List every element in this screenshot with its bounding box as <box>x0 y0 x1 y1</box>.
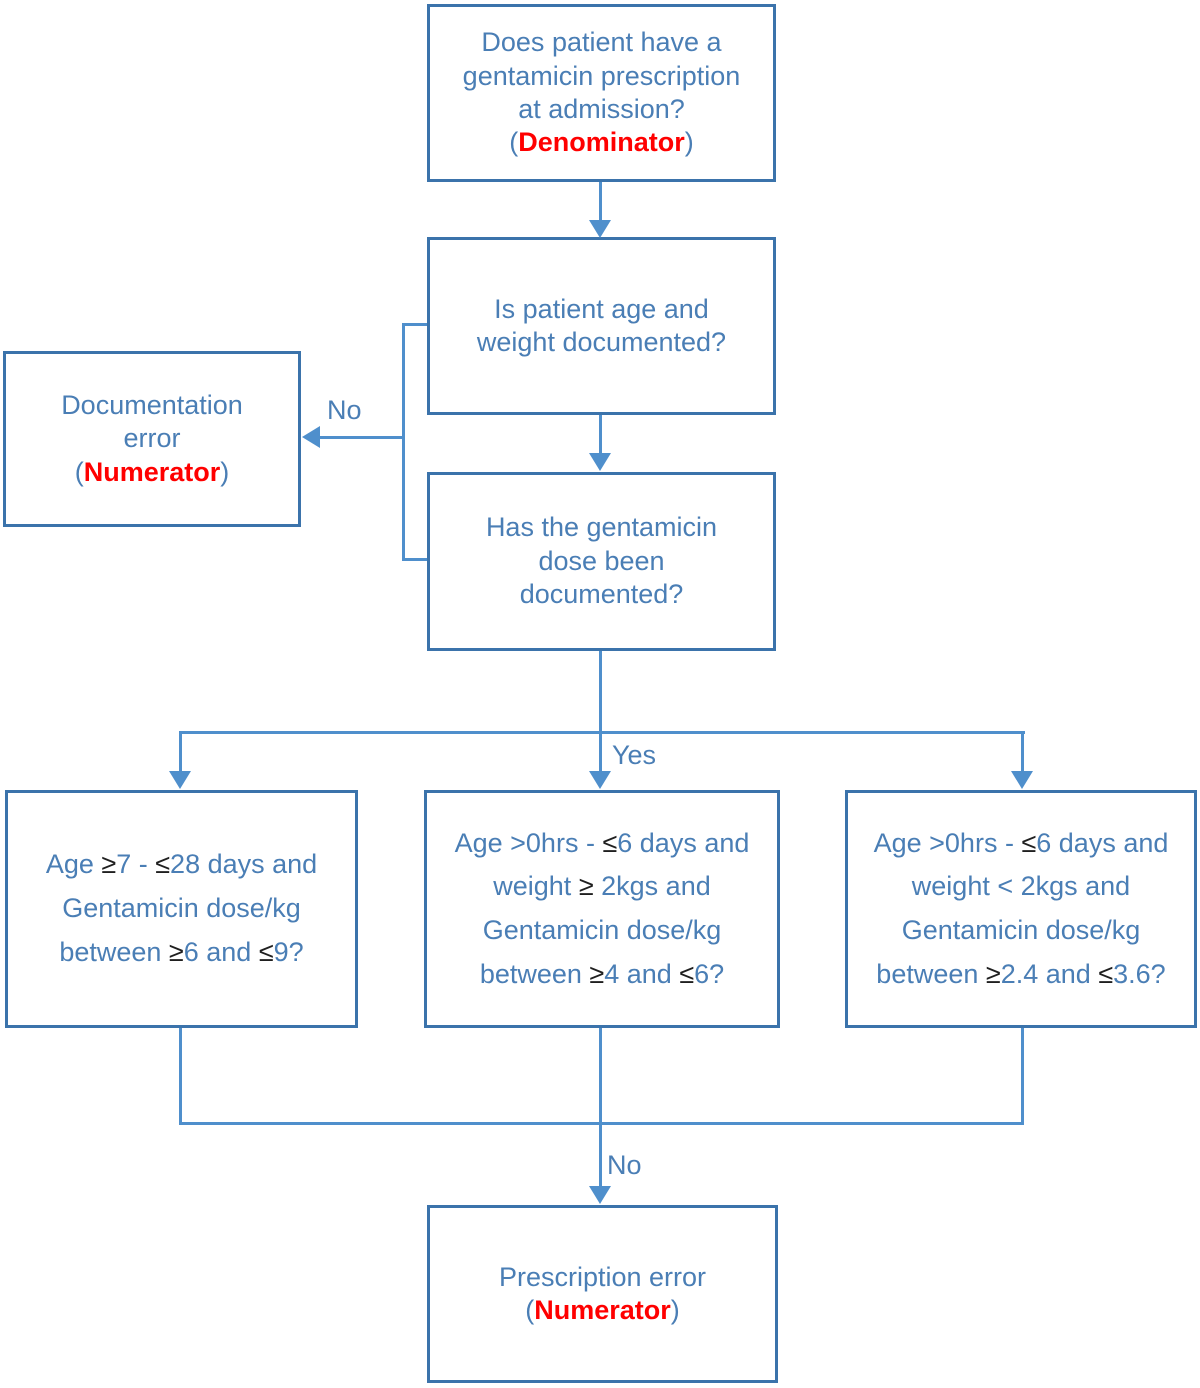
node-prescription-error: Prescription error(Numerator) <box>427 1205 778 1383</box>
edge-label-no-documentation: No <box>327 395 362 425</box>
text-line: Gentamicin dose/kg <box>901 915 1141 945</box>
text-line: Age >0hrs - ≤6 days and <box>454 827 750 858</box>
arrowhead-down-to-ageweight <box>589 220 611 238</box>
line-dose-left-stub <box>402 558 427 561</box>
line-ageweight-left-stub <box>402 323 427 326</box>
line-criteria-middle-down <box>599 1028 602 1125</box>
edge-label-yes: Yes <box>612 740 657 770</box>
text-line: (Denominator) <box>509 127 694 158</box>
text-line: Is patient age and <box>494 293 709 324</box>
text-line: documented? <box>519 579 684 610</box>
line-yes-split-horizontal <box>179 731 1025 734</box>
line-split-right-drop <box>1021 731 1024 773</box>
text-line: Gentamicin dose/kg <box>482 915 722 945</box>
text-line: dose been <box>538 545 665 576</box>
line-criteria-left-down <box>179 1028 182 1125</box>
arrowhead-down-to-dose <box>589 453 611 471</box>
line-ageweight-to-dose <box>599 415 602 455</box>
text-line: Documentation <box>61 389 243 420</box>
arrowhead-down-to-criteria-middle <box>589 771 611 789</box>
arrowhead-left-to-doc-error <box>302 426 320 448</box>
node-criteria-weight-lt-2kg: Age >0hrs - ≤6 days and weight < 2kgs and… <box>845 790 1197 1028</box>
line-dose-down <box>599 651 602 734</box>
arrowhead-down-to-criteria-left <box>169 771 191 789</box>
text-line: at admission? <box>518 94 685 124</box>
text-line: between ≥2.4 and ≤3.6? <box>876 958 1166 989</box>
arrowhead-down-to-prescription-error <box>589 1186 611 1204</box>
node-criteria-weight-ge-2kg: Age >0hrs - ≤6 days and weight ≥ 2kgs and… <box>424 790 780 1028</box>
text-line: Has the gentamicin <box>485 512 718 543</box>
edge-label-no-prescription: No <box>607 1150 642 1180</box>
line-criteria-right-down <box>1021 1028 1024 1125</box>
text-line: Does patient have a <box>481 27 722 58</box>
line-no-branch-vertical <box>402 323 405 561</box>
line-split-middle-drop <box>599 731 602 773</box>
arrowhead-down-to-criteria-right <box>1011 771 1033 789</box>
text-line: Age >0hrs - ≤6 days and <box>873 827 1169 858</box>
text-line: between ≥6 and ≤9? <box>59 936 304 967</box>
text-line: between ≥4 and ≤6? <box>479 958 725 989</box>
line-prescription-to-ageweight <box>599 182 602 222</box>
text-line: error <box>123 423 181 454</box>
text-line: (Numerator) <box>74 456 230 487</box>
text-line: gentamicin prescription <box>462 60 741 91</box>
text-line: weight documented? <box>476 327 727 357</box>
text-line: Gentamicin dose/kg <box>62 893 301 924</box>
text-line: (Numerator) <box>525 1295 680 1325</box>
line-no-join-down <box>599 1122 602 1188</box>
text-line: weight ≥ 2kgs and <box>493 871 711 902</box>
line-split-left-drop <box>179 731 182 773</box>
text-line: weight < 2kgs and <box>911 871 1131 902</box>
line-no-branch-to-doc-error <box>318 436 405 439</box>
text-line: Age ≥7 - ≤28 days and <box>45 849 318 880</box>
text-line: Prescription error <box>498 1261 707 1292</box>
